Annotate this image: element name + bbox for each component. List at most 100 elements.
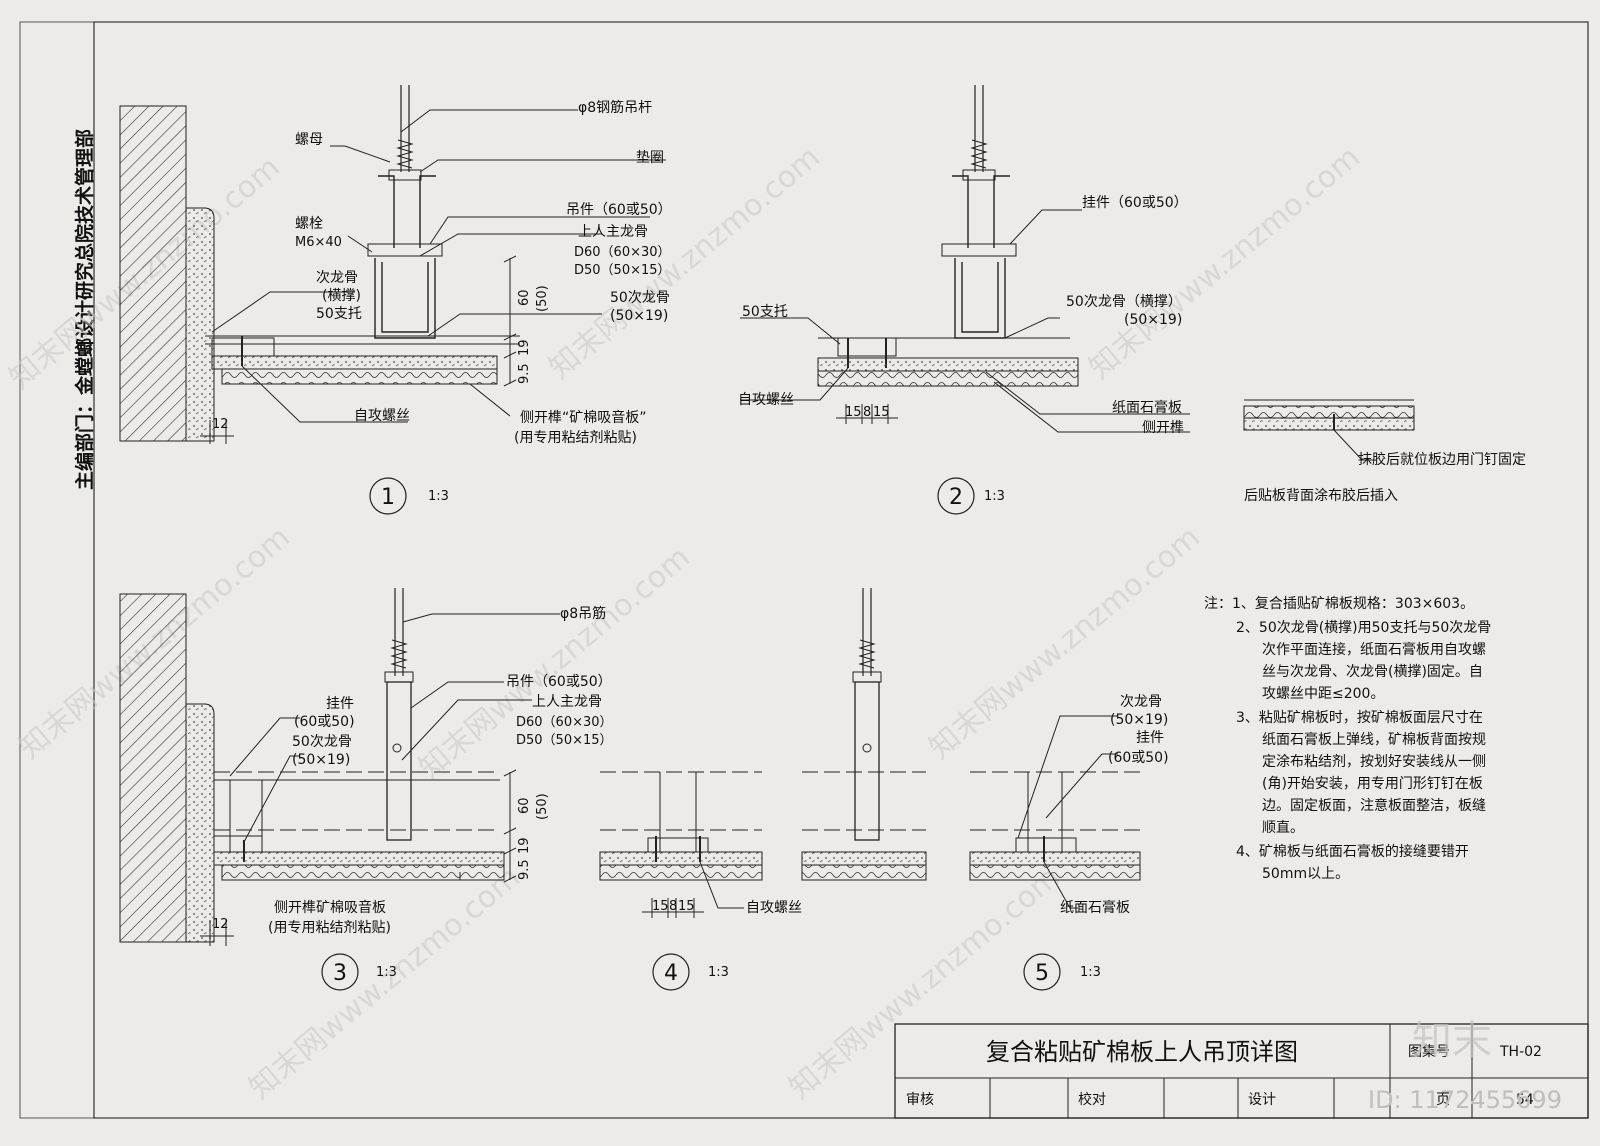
d2-tongue-label: 侧开榫: [1142, 420, 1184, 436]
detail-3-scale: 1:3: [376, 965, 397, 980]
d4-screw-label: 自攻螺丝: [746, 900, 802, 916]
d1-dim-19: 19: [517, 339, 532, 356]
title-block: 复合粘贴矿棉板上人吊顶详图 图集号 TH-02 审核 校对 设计 页 54: [894, 1023, 1589, 1119]
d1-hanger-label: 吊件（60或50）: [566, 202, 672, 218]
d4-dim-15b: 15: [678, 899, 695, 914]
watermark-6: 知末网www.znzmo.com: [923, 520, 1207, 766]
d5-sec-keel-label: 次龙骨: [1120, 694, 1162, 710]
detail-5: 次龙骨 (50×19) 挂件 (60或50) 纸面石膏板 5 1:3: [969, 694, 1169, 991]
image-id: ID: 1172455699: [1368, 1086, 1562, 1114]
page-number: 54: [1516, 1092, 1534, 1108]
note-line: 3、粘贴矿棉板时，按矿棉板面层尺寸在: [1236, 709, 1483, 726]
d1-keel50-label: 50次龙骨: [610, 290, 670, 306]
note-line: 顺直。: [1262, 819, 1304, 836]
notes: 注：1、复合插贴矿棉板规格：303×603。 2、50次龙骨(横撑)用50支托与…: [1204, 595, 1491, 882]
d1-keel50-size: (50×19): [610, 308, 668, 324]
review-label: 审核: [906, 1092, 934, 1108]
note-line: 2、50次龙骨(横撑)用50支托与50次龙骨: [1236, 620, 1491, 636]
wall-hatch: [119, 105, 187, 442]
d3-dim-60: 60: [517, 797, 532, 814]
joint-fix-label: 抹胶后就位板边用门钉固定: [1358, 451, 1526, 468]
d1-dim-12: 12: [212, 417, 229, 432]
note-line: 边。固定板面，注意板面整洁，板缝: [1262, 797, 1486, 814]
note-line: 攻螺丝中距≤200。: [1262, 686, 1384, 702]
d1-board-sub: (用专用粘结剂粘贴): [514, 430, 637, 446]
note-line: 丝与次龙骨、次龙骨(横撑)固定。自: [1262, 664, 1483, 680]
detail-1-number: 1: [381, 485, 395, 510]
detail-3-number: 3: [333, 961, 347, 986]
drawing-title: 复合粘贴矿棉板上人吊顶详图: [986, 1038, 1298, 1066]
wall-render: [185, 207, 215, 442]
d3-main-keel-d50: D50（50×15）: [516, 733, 613, 748]
detail-4: 自攻螺丝 15 8 15 4 1:3: [599, 771, 802, 991]
d3-pendant-size: (60或50): [294, 714, 355, 730]
d1-nut-label: 螺母: [295, 132, 323, 148]
note-line: 4、矿棉板与纸面石膏板的接缝要错开: [1236, 843, 1469, 860]
joint-insert-label: 后贴板背面涂布胶后插入: [1244, 487, 1398, 504]
detail-1-scale: 1:3: [428, 489, 449, 504]
d3-rod-label: φ8吊筋: [560, 605, 606, 622]
d1-main-keel-label: 上人主龙骨: [578, 224, 648, 240]
inner-border: [93, 21, 1589, 1119]
department-label: 主编部门：金螳螂设计研究总院技术管理部: [73, 129, 96, 490]
d5-pendant-size: (60或50): [1108, 750, 1169, 766]
d2-keel50-label: 50次龙骨（横撑）: [1066, 294, 1182, 310]
note-line: (角)开始安装，用专用门形钉钉在板: [1262, 776, 1483, 792]
watermark-8: 知末网www.znzmo.com: [783, 860, 1067, 1106]
d1-sec-keel-sub: (横撑): [322, 288, 361, 304]
wall-render-3: [185, 703, 215, 943]
detail-4-number: 4: [664, 961, 678, 986]
joint-detail: 抹胶后就位板边用门钉固定 后贴板背面涂布胶后插入: [1243, 399, 1526, 504]
d2-support-label: 50支托: [742, 304, 788, 320]
d3-keel50-label: 50次龙骨: [292, 734, 352, 750]
d1-support-label: 50支托: [316, 306, 362, 322]
d3-hanger-label: 吊件（60或50）: [506, 674, 612, 690]
d4-dim-15a: 15: [652, 899, 669, 914]
detail-3: φ8吊筋 吊件（60或50） 上人主龙骨 D60（60×30） D50（50×1…: [119, 588, 613, 991]
d2-hanger-label: 挂件（60或50）: [1082, 195, 1188, 211]
d2-screw-label: 自攻螺丝: [738, 392, 794, 408]
detail-5-number: 5: [1035, 961, 1049, 986]
d1-board-label: 侧开榫“矿棉吸音板”: [520, 409, 647, 426]
design-label: 设计: [1248, 1092, 1276, 1108]
d1-dim-50: (50): [535, 285, 550, 312]
d1-bolt-size-label: M6×40: [295, 235, 342, 250]
d5-pendant-label: 挂件: [1136, 730, 1164, 746]
detail-2: 挂件（60或50） 50支托 50次龙骨（横撑） (50×19) 自攻螺丝 纸面…: [738, 85, 1190, 515]
detail-5-scale: 1:3: [1080, 965, 1101, 980]
d1-main-keel-d60: D60（60×30）: [574, 245, 671, 260]
d2-dim-8: 8: [863, 405, 871, 420]
watermark-logo: 知末: [1412, 1018, 1492, 1064]
d1-bolt-label: 螺栓: [295, 216, 323, 232]
d3-main-keel-d60: D60（60×30）: [516, 715, 613, 730]
note-line: 次作平面连接，纸面石膏板用自攻螺: [1262, 641, 1486, 658]
note-line: 50mm以上。: [1262, 866, 1349, 882]
d1-dim-60: 60: [517, 289, 532, 306]
detail-4-5-hanger: [801, 588, 927, 881]
d2-dim-15a: 15: [845, 405, 862, 420]
d3-dim-95: 9.5: [517, 859, 532, 880]
d3-board-label: 侧开榫矿棉吸音板: [274, 899, 386, 916]
drawing-no-label: 图集号: [1408, 1043, 1450, 1060]
watermark-5: 知末网www.znzmo.com: [413, 540, 697, 786]
d3-dim-50: (50): [535, 793, 550, 820]
d2-dim-15b: 15: [873, 405, 890, 420]
note-line: 定涂布粘结剂，按划好安装线从一侧: [1262, 754, 1486, 770]
check-label: 校对: [1078, 1091, 1106, 1108]
d3-board-sub: (用专用粘结剂粘贴): [268, 920, 391, 936]
d3-pendant-label: 挂件: [326, 696, 354, 712]
detail-2-number: 2: [949, 485, 963, 510]
watermark-3: 知末网www.znzmo.com: [1083, 140, 1367, 386]
detail-4-scale: 1:3: [708, 965, 729, 980]
drawing-no: TH-02: [1499, 1044, 1542, 1060]
wall-hatch-3: [119, 593, 187, 943]
d3-dim-19: 19: [517, 837, 532, 854]
d3-keel50-size: (50×19): [292, 752, 350, 768]
d3-main-keel-label: 上人主龙骨: [532, 694, 602, 710]
d1-dim-95: 9.5: [517, 363, 532, 384]
d2-gypsum-label: 纸面石膏板: [1112, 399, 1182, 416]
d5-sec-keel-size: (50×19): [1110, 712, 1168, 728]
d3-dim-12: 12: [212, 917, 229, 932]
